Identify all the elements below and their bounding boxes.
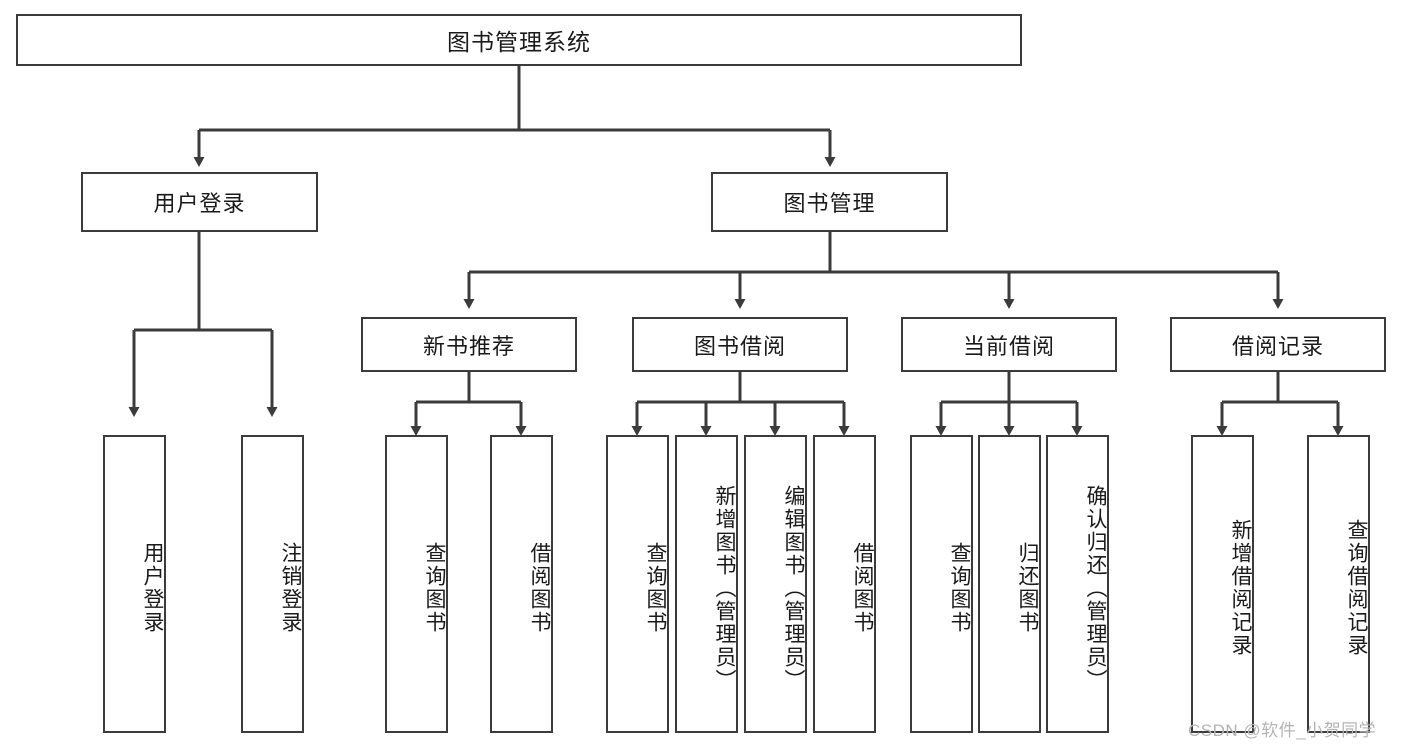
csdn-watermark: CSDN @软件_小贺同学 xyxy=(1188,721,1377,740)
node-root-system[interactable]: 图书管理系统 xyxy=(16,14,1022,66)
leaf-book-borrow-borrow-label: 借阅图书 xyxy=(851,542,874,634)
leaf-book-borrow-query-label: 查询图书 xyxy=(644,542,667,634)
leaf-new-book-query-label: 查询图书 xyxy=(423,542,446,634)
leaf-current-borrow-query[interactable]: 查询图书 xyxy=(910,435,973,733)
leaf-new-book-query[interactable]: 查询图书 xyxy=(385,435,448,733)
leaf-user-login-login[interactable]: 用户登录 xyxy=(103,435,166,733)
node-current-borrow-label: 当前借阅 xyxy=(962,333,1055,359)
leaf-book-borrow-edit-label: 编辑图书（管理员） xyxy=(782,484,805,692)
leaf-book-borrow-borrow[interactable]: 借阅图书 xyxy=(813,435,876,733)
node-current-borrow[interactable]: 当前借阅 xyxy=(901,317,1117,372)
leaf-user-login-logout-label: 注销登录 xyxy=(279,542,302,634)
leaf-new-book-borrow-label: 借阅图书 xyxy=(528,542,551,634)
node-user-login-label: 用户登录 xyxy=(153,191,246,216)
leaf-current-borrow-confirm-return[interactable]: 确认归还（管理员） xyxy=(1046,435,1109,733)
leaf-borrow-record-query[interactable]: 查询借阅记录 xyxy=(1307,435,1370,733)
leaf-borrow-record-add[interactable]: 新增借阅记录 xyxy=(1191,435,1254,733)
node-book-borrow[interactable]: 图书借阅 xyxy=(632,317,848,372)
leaf-book-borrow-edit[interactable]: 编辑图书（管理员） xyxy=(744,435,807,733)
node-new-book-recommend-label: 新书推荐 xyxy=(422,333,515,359)
node-borrow-record[interactable]: 借阅记录 xyxy=(1170,317,1386,372)
node-book-borrow-label: 图书借阅 xyxy=(693,333,786,359)
leaf-new-book-borrow[interactable]: 借阅图书 xyxy=(490,435,553,733)
leaf-current-borrow-return-label: 归还图书 xyxy=(1016,542,1039,634)
leaf-user-login-login-label: 用户登录 xyxy=(141,542,164,634)
leaf-book-borrow-query[interactable]: 查询图书 xyxy=(606,435,669,733)
node-root-system-label: 图书管理系统 xyxy=(447,29,591,55)
leaf-borrow-record-add-label: 新增借阅记录 xyxy=(1229,519,1252,657)
node-new-book-recommend[interactable]: 新书推荐 xyxy=(361,317,577,372)
node-user-login[interactable]: 用户登录 xyxy=(81,172,318,232)
leaf-book-borrow-add-label: 新增图书（管理员） xyxy=(713,484,736,692)
leaf-current-borrow-return[interactable]: 归还图书 xyxy=(978,435,1041,733)
node-borrow-record-label: 借阅记录 xyxy=(1231,333,1324,359)
node-book-manage-label: 图书管理 xyxy=(783,191,876,216)
leaf-current-borrow-query-label: 查询图书 xyxy=(948,542,971,634)
leaf-current-borrow-confirm-return-label: 确认归还（管理员） xyxy=(1084,484,1107,692)
leaf-book-borrow-add[interactable]: 新增图书（管理员） xyxy=(675,435,738,733)
node-book-manage[interactable]: 图书管理 xyxy=(711,172,948,232)
leaf-user-login-logout[interactable]: 注销登录 xyxy=(241,435,304,733)
leaf-borrow-record-query-label: 查询借阅记录 xyxy=(1345,519,1368,657)
